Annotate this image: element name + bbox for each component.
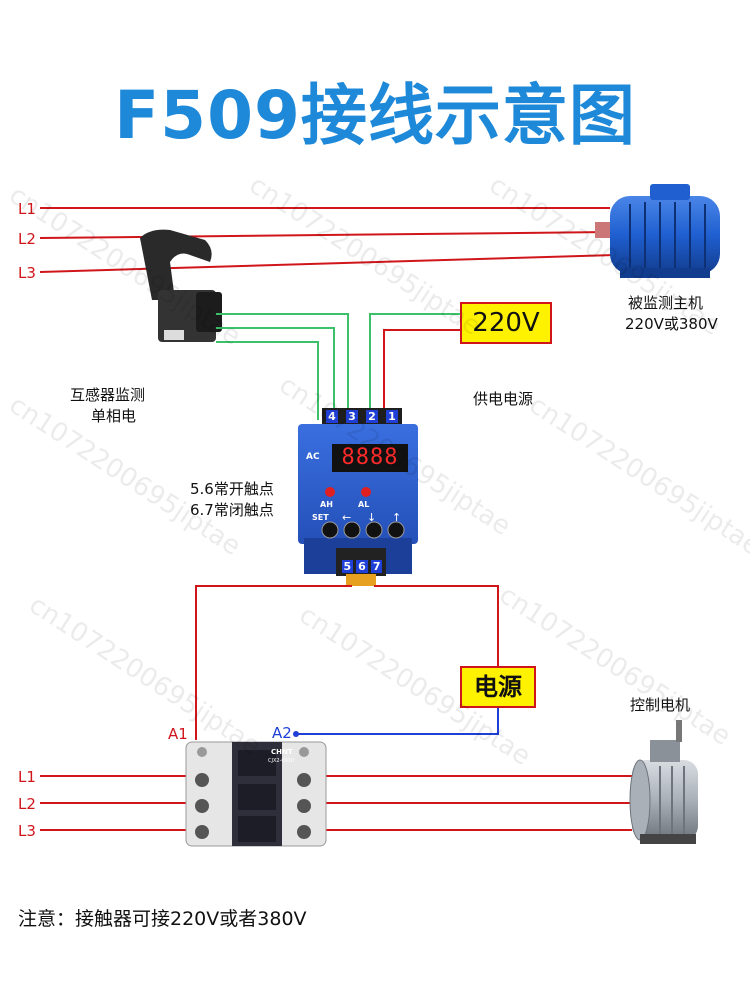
up-button-label: ↑ [392, 511, 402, 524]
terminal-3: 3 [346, 410, 358, 423]
a2-label: A2 [272, 724, 292, 742]
led-al-label: AL [358, 500, 370, 509]
terminal-1: 1 [386, 410, 398, 423]
terminal-6: 6 [356, 560, 368, 573]
terminal-4: 4 [326, 410, 338, 423]
top-l2-label: L2 [18, 230, 36, 248]
bottom-l2-label: L2 [18, 795, 36, 813]
controller-display: 8888 [341, 445, 399, 470]
top-l3-label: L3 [18, 264, 36, 282]
controller-top-terminals: 4 3 2 1 [322, 410, 402, 423]
page-title: F509接线示意图 [114, 77, 636, 154]
top-l3-wire [39, 254, 616, 273]
left-button-label: ← [342, 511, 352, 524]
top-phase-lines [39, 207, 616, 273]
footer-note: 注意：接触器可接220V或者380V [18, 908, 307, 930]
current-transformer [140, 229, 222, 342]
led-ah-label: AH [320, 500, 333, 509]
contactor-brand: CHNT [271, 748, 293, 756]
terminal-5: 5 [341, 560, 354, 573]
set-button-label: SET [312, 513, 329, 522]
top-l2-wire [39, 231, 611, 239]
ct-green-wires [216, 313, 349, 420]
controlled-motor-graphic [629, 720, 698, 844]
top-l1-label: L1 [18, 200, 36, 218]
ct-label-line2: 单相电 [91, 407, 137, 425]
contact-no-label: 5.6常开触点 [190, 480, 274, 498]
supply-green-wires [369, 313, 460, 420]
terminal-2: 2 [366, 410, 378, 423]
bottom-l1-label: L1 [18, 768, 36, 786]
power-box: 电源 [460, 666, 536, 708]
bottom-l3-label: L3 [18, 822, 36, 840]
contactor-body [185, 741, 327, 847]
monitored-motor-voltage: 220V或380V [625, 315, 718, 333]
monitored-motor-label: 被监测主机 [628, 294, 704, 312]
control-wires [195, 585, 499, 740]
controller-ac-label: AC [306, 452, 320, 462]
controlled-motor-label: 控制电机 [630, 696, 691, 714]
bottom-phase-lines [40, 775, 632, 831]
controller-bottom-terminals: 5 6 7 [340, 560, 384, 573]
a1-label: A1 [168, 725, 188, 743]
terminal-7: 7 [370, 560, 383, 573]
supply-label: 供电电源 [473, 390, 534, 408]
contactor-model: CJX2-0910 [268, 758, 295, 764]
down-button-label: ↓ [367, 511, 377, 524]
voltage-box: 220V [460, 302, 552, 344]
ct-label-line1: 互感器监测 [70, 386, 146, 404]
a2-terminal [293, 731, 299, 737]
contact-nc-label: 6.7常闭触点 [190, 501, 274, 519]
monitored-motor-graphic [595, 184, 720, 278]
